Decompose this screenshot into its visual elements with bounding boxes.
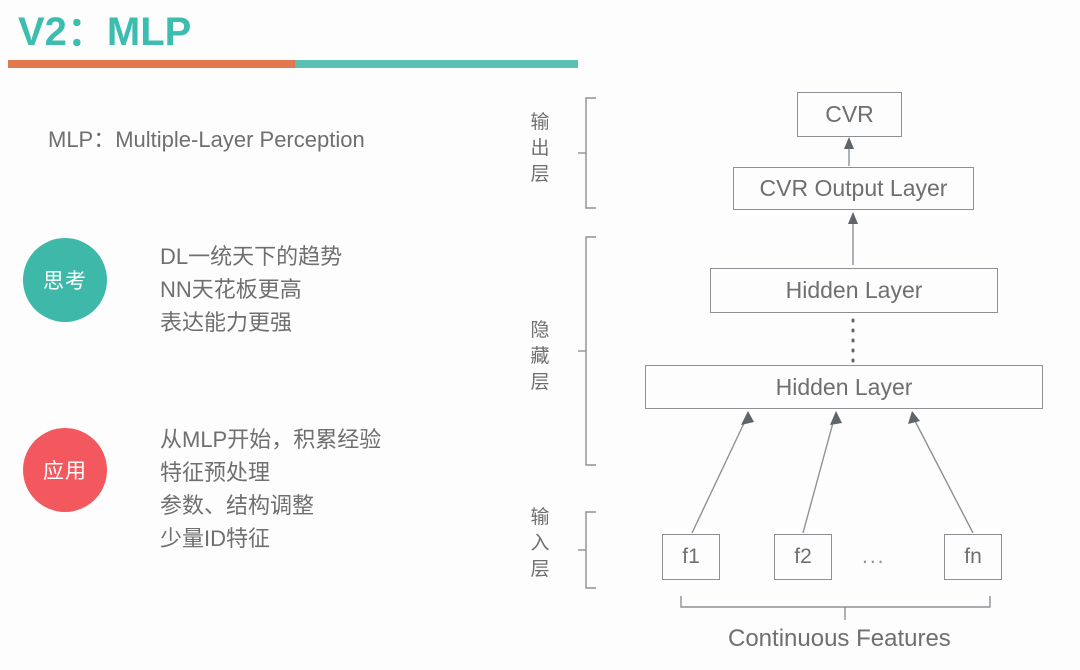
arrowheads <box>741 137 920 425</box>
badge-application-label: 应用 <box>43 460 87 483</box>
title-underline-bar <box>8 60 578 68</box>
badge-application: 应用 <box>23 428 107 512</box>
thinking-notes: DL一统天下的趋势 NN天花板更高 表达能力更强 <box>160 244 343 335</box>
node-feature-fn: fn <box>944 534 1002 580</box>
underline-segment-teal <box>295 60 578 68</box>
arrowhead-output-to-cvr <box>844 137 854 149</box>
node-hidden-layer-top: Hidden Layer <box>710 268 998 313</box>
arrow-line-fn-to-hidden <box>913 418 974 534</box>
layer-label-input: 输入层 <box>530 507 550 580</box>
continuous-features-caption: Continuous Features <box>728 625 951 652</box>
arrowhead-hidden-to-output <box>848 212 858 224</box>
underline-segment-orange <box>8 60 295 68</box>
arrowhead-f1-to-hidden <box>741 411 754 425</box>
badge-thinking-label: 思考 <box>43 270 87 293</box>
arrow-line-f1-to-hidden <box>691 418 747 534</box>
node-cvr-output-layer: CVR Output Layer <box>733 167 974 210</box>
feature-ellipsis: ... <box>862 545 886 568</box>
node-cvr: CVR <box>797 92 902 137</box>
mlp-definition-text: MLP：Multiple-Layer Perception <box>48 127 365 152</box>
application-notes: 从MLP开始，积累经验 特征预处理 参数、结构调整 少量ID特征 <box>160 427 382 551</box>
node-feature-f1: f1 <box>662 534 720 580</box>
brace-continuous-features <box>680 596 991 608</box>
arrowhead-f2-to-hidden <box>830 411 842 425</box>
node-feature-f2: f2 <box>774 534 832 580</box>
layer-label-hidden: 隐藏层 <box>530 320 550 393</box>
layer-label-output: 输出层 <box>530 112 550 185</box>
bracket-input-layer <box>585 511 596 589</box>
bracket-hidden-layer <box>585 236 596 466</box>
arrowhead-fn-to-hidden <box>908 411 920 424</box>
arrow-line-f2-to-hidden <box>802 418 835 534</box>
page-title: V2：MLP <box>18 10 192 54</box>
bracket-output-layer <box>585 97 596 209</box>
node-hidden-layer-bottom: Hidden Layer <box>645 365 1043 409</box>
badge-thinking: 思考 <box>23 238 107 322</box>
